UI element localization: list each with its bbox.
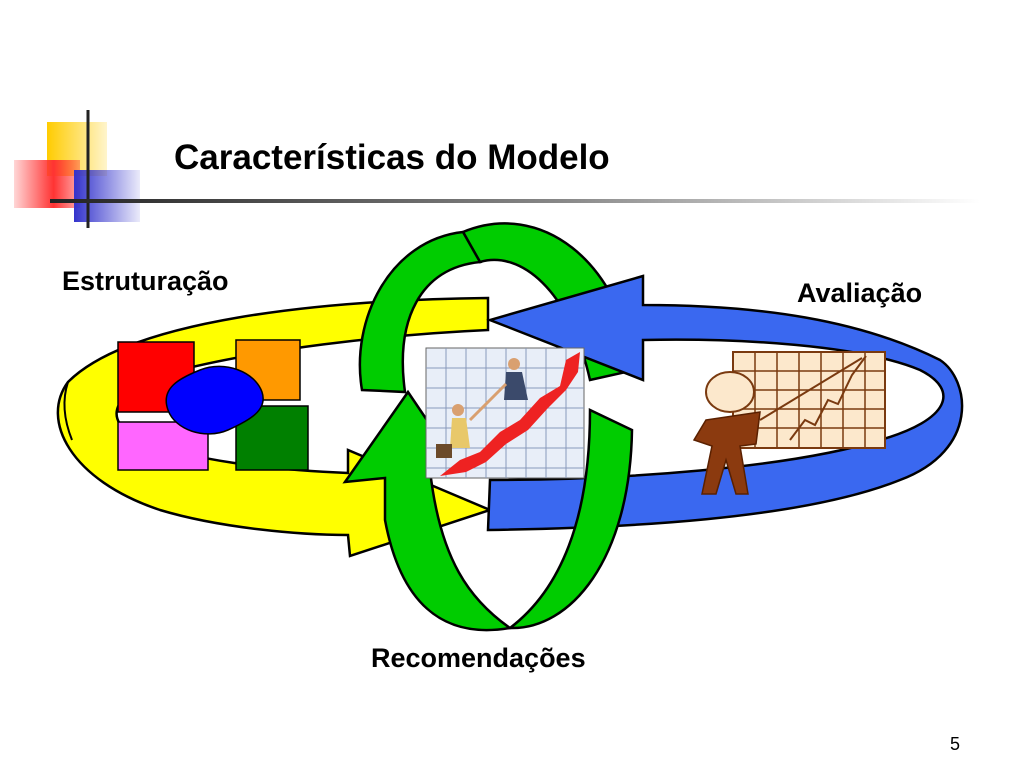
green-cycle-arrow-front: [342, 230, 634, 632]
presenter-chart-icon: [692, 351, 886, 495]
title-decoration: [14, 110, 980, 228]
label-avaliacao: Avaliação: [797, 278, 923, 308]
label-estruturacao: Estruturação: [62, 266, 229, 296]
slide-title: Características do Modelo: [174, 138, 610, 177]
page-number: 5: [950, 734, 961, 754]
business-climbers-icon: [425, 347, 585, 479]
label-recomendacoes: Recomendações: [371, 643, 586, 673]
deco-blue-square: [74, 170, 140, 222]
title-underline: [50, 199, 980, 203]
blue-cycle-arrow: [486, 274, 964, 532]
puzzle-icon: [117, 339, 309, 471]
